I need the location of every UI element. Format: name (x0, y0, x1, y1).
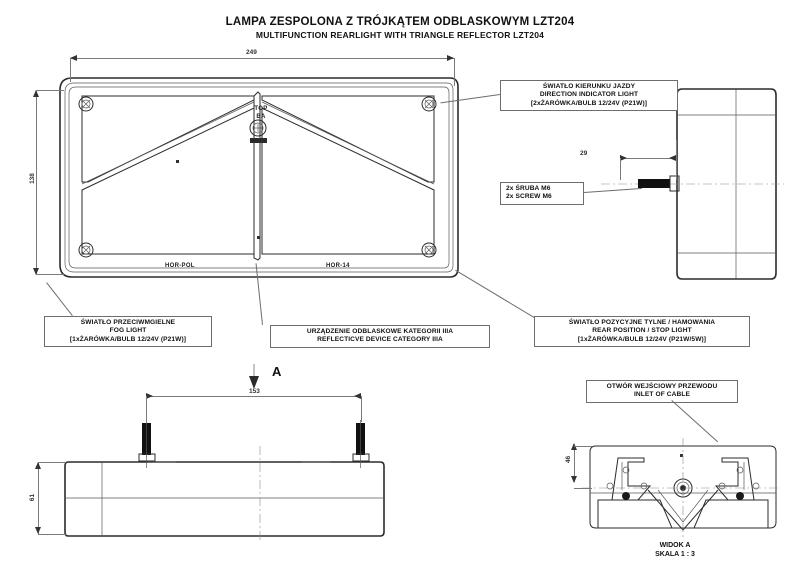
dim-46-ext-top (574, 446, 592, 447)
dim-29-arrow-right (669, 155, 676, 161)
dim-29-ext-right (676, 140, 677, 180)
drawing-title-english: MULTIFUNCTION REARLIGHT WITH TRIANGLE RE… (255, 30, 545, 40)
callout-stop-line2: REAR POSITION / STOP LIGHT (592, 327, 692, 335)
leader-cable (671, 400, 719, 443)
dim-screw-spacing: 153 (247, 388, 262, 395)
callout-cable-inlet: OTWÓR WEJŚCIOWY PRZEWODU INLET OF CABLE (586, 380, 738, 403)
dim-46-arrow-down (571, 476, 577, 483)
callout-screw-line1: 2x ŚRUBA M6 (506, 185, 551, 192)
callout-indicator-line2: DIRECTION INDICATOR LIGHT (539, 91, 639, 99)
dim-height-ext-bottom (36, 274, 64, 275)
dim-width-arrow-left (70, 55, 77, 61)
marking-top: TOP (254, 106, 268, 112)
callout-reflector-line2: REFLECTICVE DEVICE CATEGORY IIIA (317, 336, 443, 344)
dim-side-screw: 29 (578, 150, 590, 157)
callout-stop-light: ŚWIATŁO POZYCYJNE TYLNE / HAMOWANIA REAR… (534, 316, 750, 348)
dim-height-ext-top (36, 90, 64, 91)
bottom-view-screw-right (352, 420, 370, 468)
dim-46-ext-bottom (574, 488, 592, 489)
callout-cable-line2: INLET OF CABLE (634, 391, 690, 399)
dim-width-ext-right (454, 58, 455, 86)
view-a-label-line1: WIDOK A (659, 542, 691, 549)
dim-view-a-height: 46 (565, 453, 573, 466)
callout-fog-line2: FOG LIGHT (109, 327, 147, 335)
side-view-lamp (601, 88, 784, 280)
dim-46-line (574, 446, 575, 482)
dim-height-line (36, 90, 37, 275)
dim-height-arrow-up (33, 90, 39, 97)
dim-bottom-height: 61 (29, 491, 37, 504)
dim-153-arrow-left (146, 393, 153, 399)
callout-fog-line1: ŚWIATŁO PRZECIWMGIELNE (80, 319, 176, 326)
dim-153-ext-right (361, 396, 362, 422)
dim-width-line (70, 58, 454, 59)
view-a-label-line2: SKALA 1 : 3 (655, 551, 695, 559)
view-a-rear-housing (582, 438, 780, 538)
dim-height-arrow-down (33, 268, 39, 275)
leader-screw (584, 187, 642, 193)
dim-front-height: 138 (28, 171, 36, 186)
dim-29-line (620, 158, 676, 159)
dim-61-ext-bottom (38, 534, 66, 535)
side-view-screw (638, 175, 680, 192)
callout-screw-line2: 2x SCREW M6 (506, 193, 552, 201)
leader-stop (455, 269, 535, 318)
dim-153-ext-left (146, 396, 147, 422)
dim-61-arrow-up (35, 462, 41, 469)
callout-indicator-line3: [2xŻARÓWKA/BULB 12/24V (P21W)] (530, 99, 648, 107)
marking-hor-14: HOR-14 (326, 263, 350, 269)
dim-61-ext-top (38, 462, 66, 463)
callout-reflector: URZĄDZENIE ODBLASKOWE KATEGORII IIIA REF… (270, 325, 490, 348)
dim-61-arrow-down (35, 527, 41, 534)
callout-screw: 2x ŚRUBA M6 2x SCREW M6 (500, 182, 584, 205)
view-arrow-label: A (272, 364, 282, 379)
dim-29-ext-left (620, 158, 621, 180)
marking-ba: BA (256, 114, 266, 120)
view-arrow-a (249, 364, 259, 389)
callout-reflector-line1: URZĄDZENIE ODBLASKOWE KATEGORII IIIA (306, 328, 454, 335)
callout-direction-indicator: ŚWIATŁO KIERUNKU JAZDY DIRECTION INDICAT… (500, 80, 678, 112)
marking-hor-pol: HOR-POL (165, 263, 195, 269)
callout-stop-line3: [1xŻARÓWKA/BULB 12/24V (P21W/5W)] (577, 335, 707, 343)
bottom-view-screw-left (138, 420, 156, 468)
bottom-view-lamp (64, 446, 385, 540)
dim-front-width: 249 (244, 49, 259, 56)
dim-29-arrow-left (620, 155, 627, 161)
callout-fog-line3: [1xŻARÓWKA/BULB 12/24V (P21W)] (69, 335, 187, 343)
dim-width-arrow-right (447, 55, 454, 61)
callout-indicator-line1: ŚWIATŁO KIERUNKU JAZDY (542, 83, 636, 90)
callout-stop-line1: ŚWIATŁO POZYCYJNE TYLNE / HAMOWANIA (568, 319, 716, 326)
drawing-title-polish: LAMPA ZESPOLONA Z TRÓJKĄTEM ODBLASKOWYM … (225, 16, 575, 28)
dim-153-line (146, 396, 361, 397)
view-a-label: WIDOK A SKALA 1 : 3 (630, 541, 720, 559)
callout-cable-line1: OTWÓR WEJŚCIOWY PRZEWODU (606, 383, 718, 390)
front-view-lamp (59, 77, 459, 278)
dim-61-line (38, 462, 39, 534)
dim-width-ext-left (70, 58, 71, 82)
dim-153-arrow-right (354, 393, 361, 399)
callout-fog-light: ŚWIATŁO PRZECIWMGIELNE FOG LIGHT [1xŻARÓ… (44, 316, 212, 348)
